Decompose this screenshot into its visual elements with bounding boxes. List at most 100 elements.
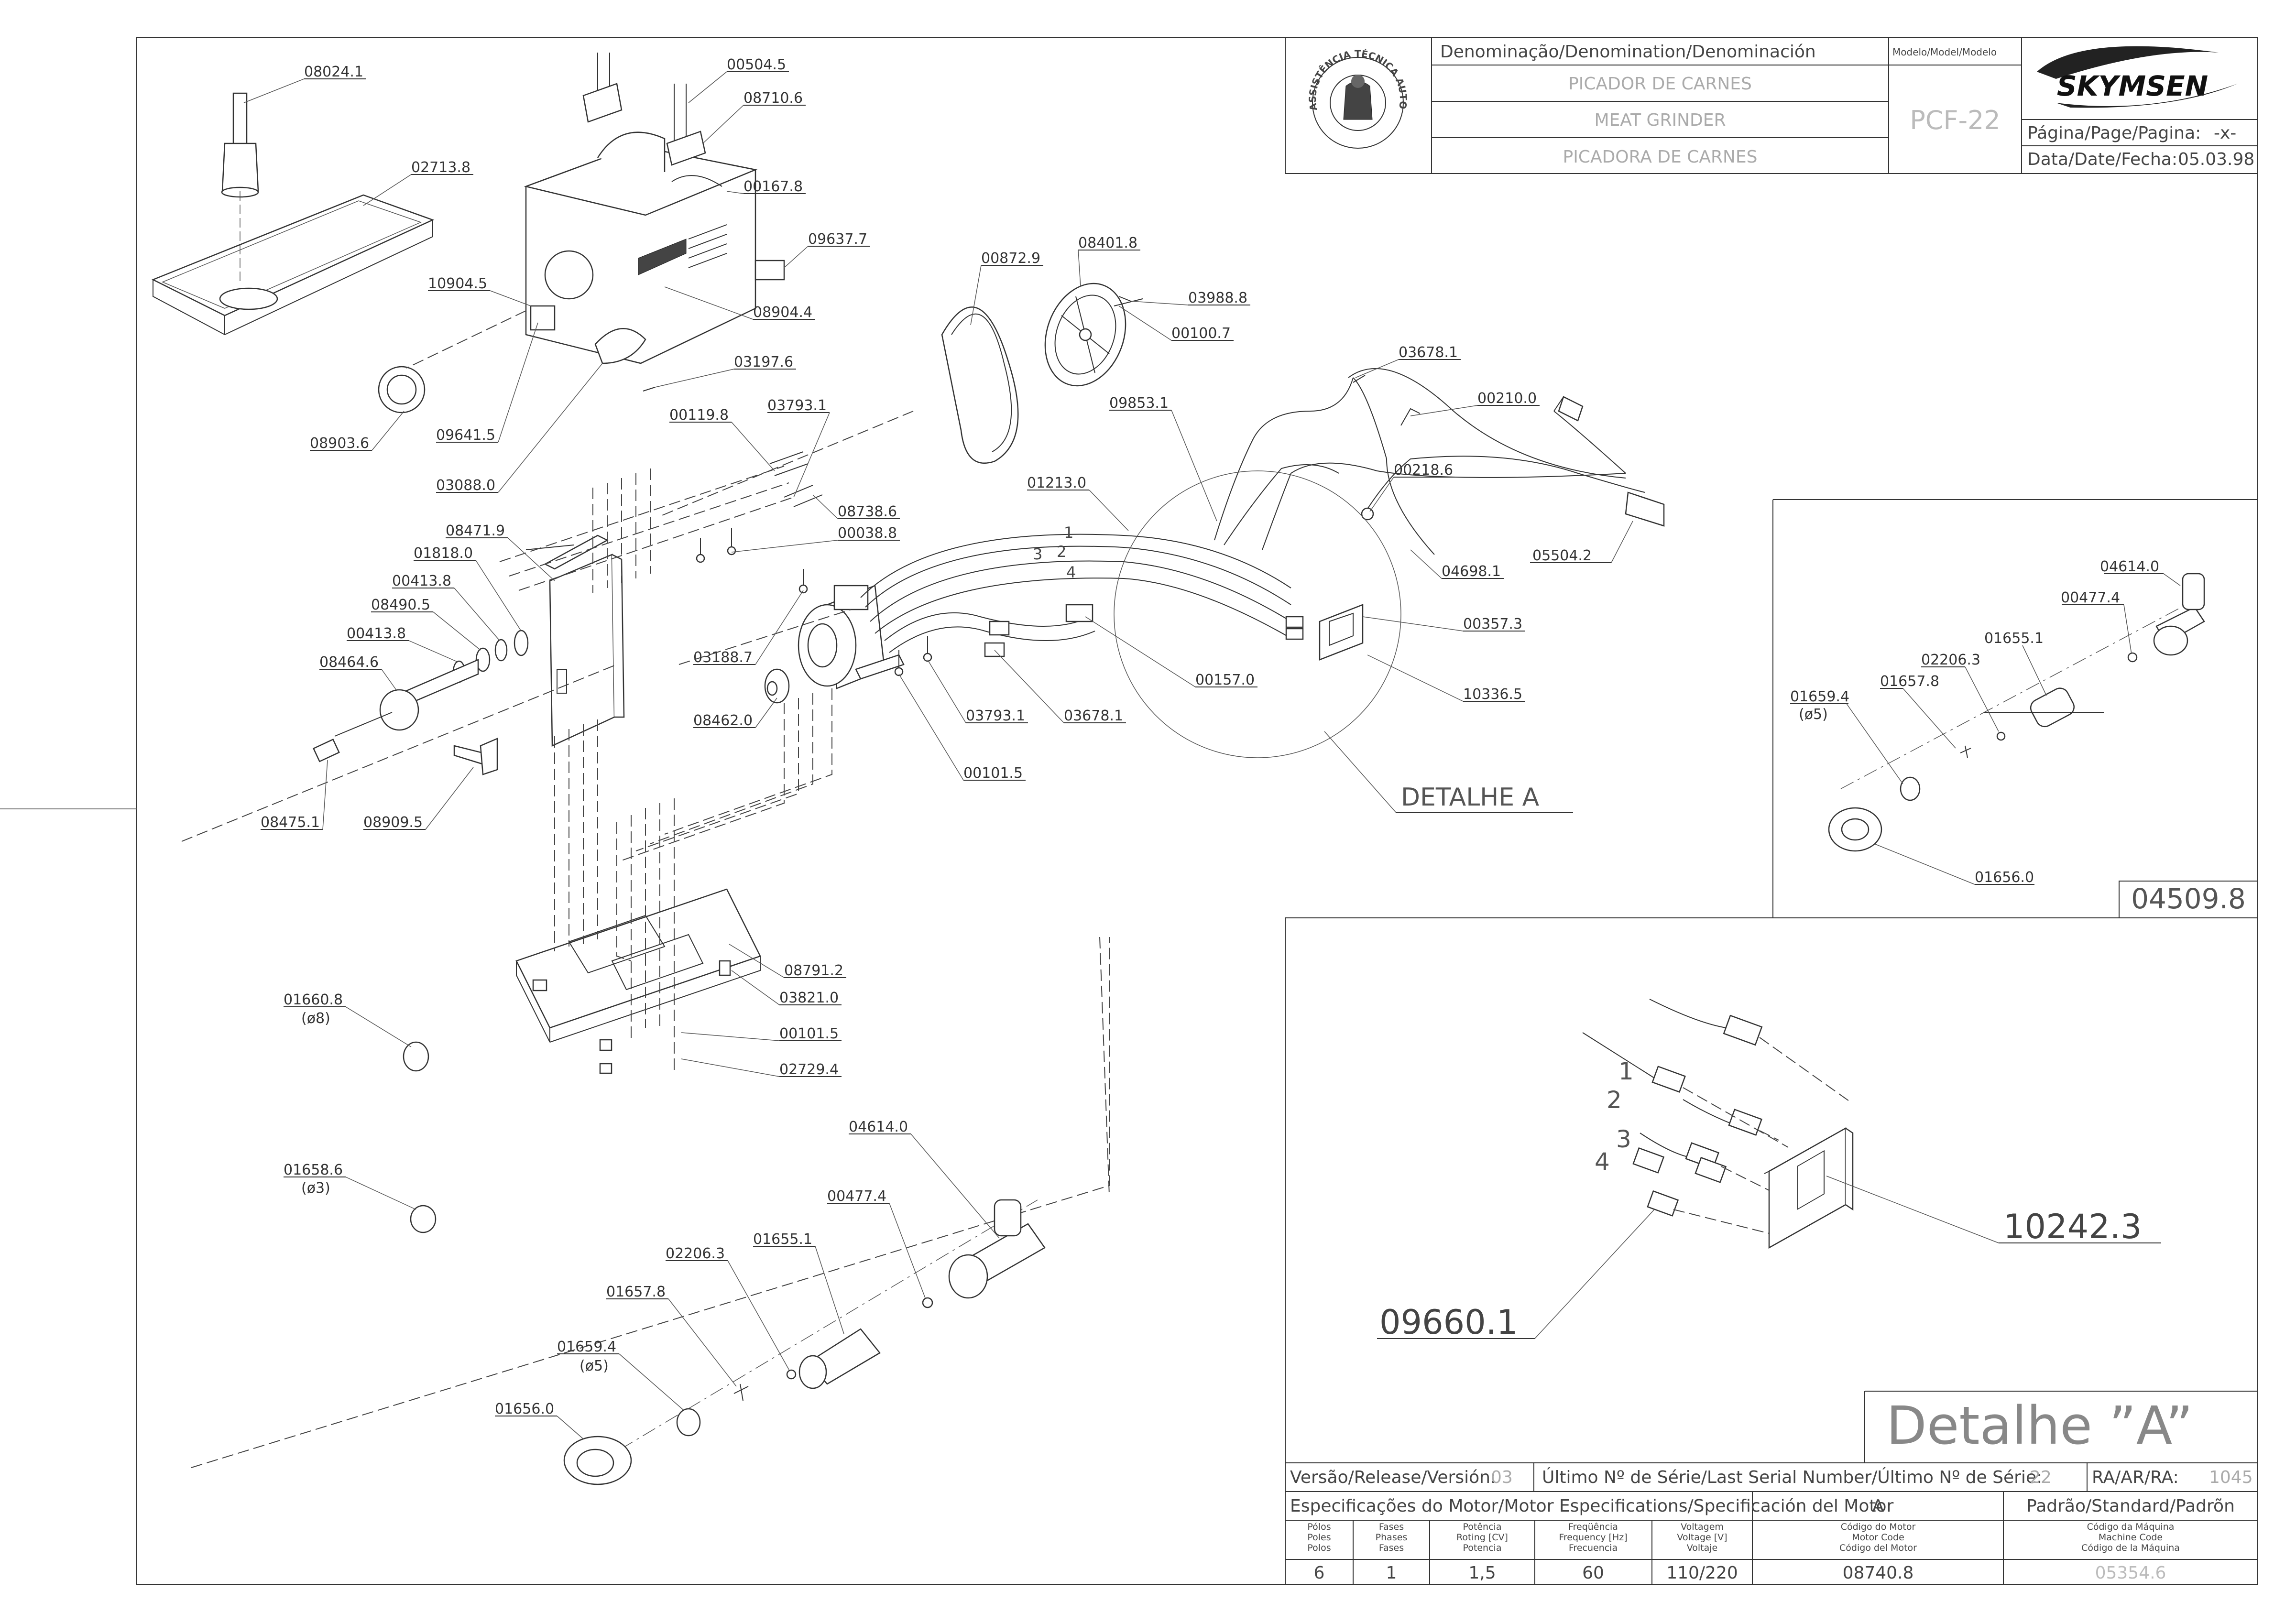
label-01656-0: 01656.0 [495,1401,554,1417]
inset-grinder-assembly: 04509.8 04614.0 00477.4 01655.1 02206.3 … [1772,499,2258,918]
model-value: PCF-22 [1910,105,2001,135]
label-08471-9: 08471.9 [446,523,505,539]
label-03197-6: 03197.6 [734,354,793,370]
label-00119-8: 00119.8 [669,407,729,424]
col-frequency-en: Frequency [Hz] [1559,1532,1627,1543]
col-phases-es: Fases [1379,1543,1404,1553]
label-03793-1-top: 03793.1 [767,397,827,414]
denomination-header: Denominação/Denomination/Denominación [1440,42,1816,62]
col-voltage-pt: Voltagem [1681,1522,1724,1532]
col-poles-en: Poles [1307,1532,1331,1543]
grinder-assembly [563,1199,1046,1485]
value-poles: 6 [1314,1563,1325,1583]
gear-housing-bracket [549,554,625,747]
value-power: 1,5 [1468,1563,1496,1583]
value-machine-code: 05354.6 [2095,1563,2166,1583]
leader-lines [243,71,1633,1439]
label-plate [754,260,785,281]
label-04698-1: 04698.1 [1442,563,1501,580]
detail-a-circle [1114,470,1573,813]
label-00413-8-a: 00413.8 [392,573,451,589]
detail-a-panel: Detalhe ”A” 1 2 3 4 10242.3 09660.1 [1285,917,2258,1584]
label-01657-8: 01657.8 [606,1284,666,1300]
standard-label: Padrão/Standard/Padrõn [2026,1496,2235,1516]
label-00357-3: 00357.3 [1463,616,1522,632]
small-pulley [764,668,790,704]
label-01658-6-diameter: (ø3) [301,1180,330,1197]
detail-wire-2: 2 [1607,1086,1622,1114]
col-motor-code-es: Código del Motor [1839,1543,1917,1553]
detail-a-callout: DETALHE A [1401,783,1540,812]
wing-handle [453,738,498,775]
label-00477-4: 00477.4 [827,1188,886,1205]
label-00101-5-motor: 00101.5 [963,765,1023,782]
screws [643,296,1131,676]
label-00210-0: 00210.0 [1477,390,1537,407]
label-00872-9: 00872.9 [981,250,1040,267]
page-label: Página/Page/Pagina: [2027,123,2201,143]
serial-value: 22 [2030,1468,2052,1487]
switch-panel [1285,604,1364,661]
value-voltage: 110/220 [1666,1563,1738,1583]
label-03678-1-bottom: 03678.1 [1064,708,1123,724]
sheet-border [136,37,2258,1585]
date-label: Data/Date/Fecha: [2027,150,2177,169]
label-03678-1-top: 03678.1 [1399,344,1458,361]
bearing-stack [313,630,529,762]
label-09637-7: 09637.7 [808,231,867,248]
inset-label-01659-4-diameter: (ø5) [1799,706,1828,723]
label-01818-0: 01818.0 [414,545,473,562]
wire-label-2: 2 [1057,543,1066,561]
label-08710-6: 08710.6 [743,90,803,107]
wire-label-3: 3 [1033,545,1042,563]
col-motor-code-pt: Código do Motor [1841,1522,1916,1532]
col-machine-code-en: Machine Code [2099,1532,2163,1543]
ra-value: 1045 [2209,1468,2253,1487]
detail-label-10242-3: 10242.3 [2003,1207,2142,1246]
label-05504-2: 05504.2 [1532,547,1592,564]
value-phases: 1 [1386,1563,1397,1583]
label-10904-5: 10904.5 [428,275,487,292]
model-header: Modelo/Model/Modelo [1892,46,1997,58]
label-08903-6: 08903.6 [310,435,369,452]
label-00157-0: 00157.0 [1195,672,1255,688]
ring-nut [378,366,426,414]
col-frequency-es: Frecuencia [1569,1543,1618,1553]
label-09853-1: 09853.1 [1109,395,1169,412]
name-english: MEAT GRINDER [1594,110,1726,130]
inset-code: 04509.8 [2131,882,2246,915]
col-voltage-en: Voltage [V] [1677,1532,1727,1543]
col-machine-code-pt: Código da Máquina [2087,1522,2175,1532]
name-portuguese: PICADOR DE CARNES [1568,74,1752,94]
page-value: -x- [2214,123,2236,143]
detail-a-title: Detalhe ”A” [1886,1395,2193,1456]
col-motor-code-en: Motor Code [1852,1532,1904,1543]
grinder-plates [403,1041,437,1233]
label-08904-4: 08904.4 [753,304,812,321]
main-exploded-view: 1 2 3 4 [151,53,1665,1485]
electrical-harness [1214,368,1665,555]
label-10336-5: 10336.5 [1463,686,1522,703]
label-01659-4-diameter: (ø5) [579,1358,609,1374]
label-00100-7: 00100.7 [1171,325,1231,342]
inset-label-01655-1: 01655.1 [1984,630,2044,647]
value-frequency: 60 [1582,1563,1604,1583]
electric-motor [798,585,905,689]
drive-belt [941,306,1019,464]
label-00504-5: 00504.5 [727,56,786,73]
label-01660-8-diameter: (ø8) [301,1010,330,1027]
motor-spec-label: Especificações do Motor/Motor Especifica… [1290,1496,1894,1516]
seal-text: ASSISTÊNCIA TÉCNICA AUTORIZADA [0,0,1409,112]
label-01655-1: 01655.1 [753,1231,812,1248]
wire-label-4: 4 [1066,563,1076,581]
label-03821-0: 03821.0 [779,990,839,1006]
skymsen-logo: SKYMSEN [2037,46,2238,108]
col-poles-pt: Pólos [1307,1522,1331,1532]
label-00167-8: 00167.8 [743,178,803,195]
title-block: ASSISTÊNCIA TÉCNICA AUTORIZADA Denominaç… [0,0,2258,174]
label-00218-6: 00218.6 [1394,462,1453,479]
col-phases-pt: Fases [1379,1522,1404,1532]
label-08462-0: 08462.0 [693,712,753,729]
label-02713-8: 02713.8 [411,159,470,176]
